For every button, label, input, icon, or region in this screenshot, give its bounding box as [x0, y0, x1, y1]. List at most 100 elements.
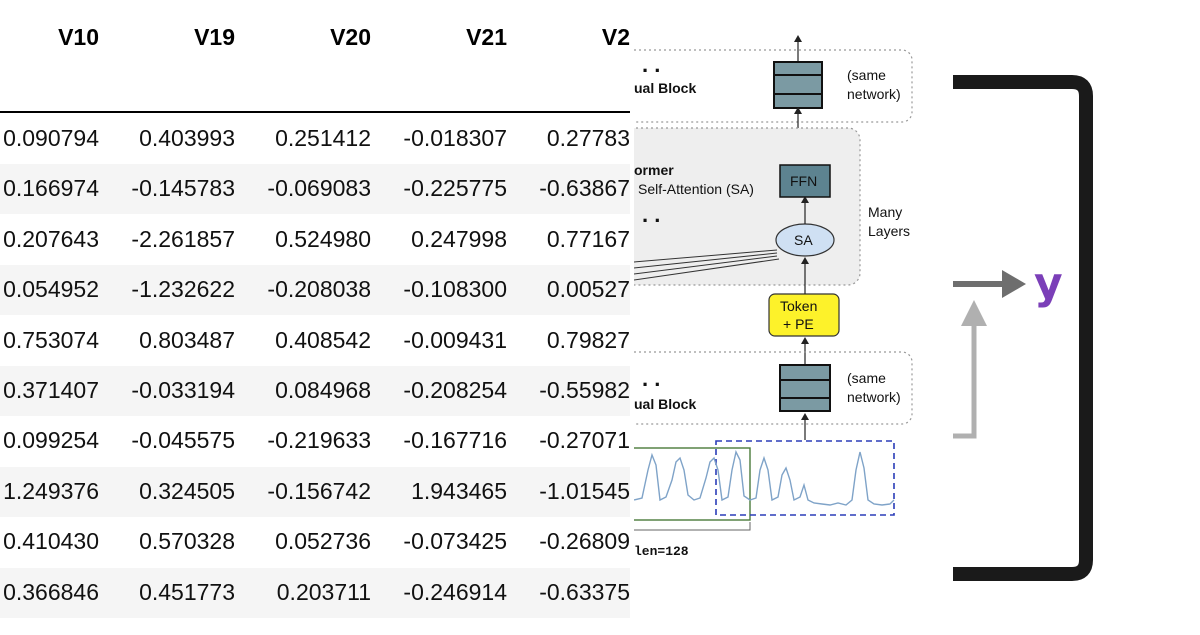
- table-cell: -0.208254: [403, 377, 507, 403]
- dots-top: . .: [642, 52, 661, 77]
- table-cell: -1.232622: [131, 276, 235, 303]
- table-cell: 0.166974: [3, 175, 99, 202]
- table-cell: -0.033194: [131, 377, 235, 403]
- residual-up-arrow-head: [961, 300, 987, 326]
- window-green: [634, 447, 751, 521]
- column-header: V20: [330, 24, 371, 50]
- bottom-block-label: ual Block: [634, 396, 697, 412]
- ffn-label: FFN: [790, 173, 818, 189]
- table-row: 0.166974 -0.145783 -0.069083 -0.225775 -0.63…: [0, 164, 630, 215]
- table-row: 1.249376 0.324505 -0.156742 1.943465 -1.0154…: [0, 466, 630, 517]
- table-cell: -0.225775: [403, 175, 507, 202]
- table-cell: 0.207643: [3, 225, 99, 252]
- table-cell: 1.943465: [411, 477, 507, 504]
- table-cell: -0.167716: [403, 427, 507, 454]
- column-header: V19: [194, 24, 235, 50]
- table-row: 0.366846 0.451773 0.203711 -0.246914 -0.6337…: [0, 567, 630, 618]
- transformer-box: [634, 127, 861, 286]
- bottom-block-note-1: (same: [847, 370, 886, 386]
- table-cell: -0.156742: [267, 477, 371, 504]
- token-pe-line-1: Token: [780, 298, 818, 314]
- table-cell: 0.090794: [3, 125, 99, 151]
- table-cell: -2.261857: [131, 225, 235, 252]
- dots-bottom: . .: [642, 366, 661, 391]
- table-cell: 0.054952: [3, 276, 99, 303]
- table-cell: 0.408542: [275, 326, 371, 353]
- table-cell: -0.108300: [403, 276, 507, 303]
- table-cell: -0.63375: [539, 578, 630, 605]
- arrow-to-y-head: [1002, 270, 1026, 298]
- table-cell: 0.570328: [139, 528, 235, 555]
- table-row: 0.090794 0.403993 0.251412 -0.018307 0.27783: [0, 114, 630, 164]
- table-cell: 0.251412: [275, 125, 371, 151]
- output-arrow-head: [794, 35, 802, 42]
- table-cell: -0.246914: [403, 578, 507, 605]
- table-cell: 0.27783: [546, 125, 630, 151]
- table-cell: -0.069083: [267, 175, 371, 202]
- table-cell: 0.00527: [546, 276, 630, 303]
- bottom-residual-block-box: [634, 351, 913, 425]
- table-cell: -0.045575: [131, 427, 235, 454]
- table-cell: 0.403993: [139, 125, 235, 151]
- table-cell: 0.247998: [411, 225, 507, 252]
- self-attention-label: Self-Attention (SA): [638, 181, 754, 197]
- table-cell: 0.451773: [139, 578, 235, 605]
- dots-middle: . .: [642, 202, 661, 227]
- top-block-icon: [773, 61, 823, 109]
- table-cell: -0.63867: [539, 175, 630, 202]
- top-block-label: ual Block: [634, 80, 697, 96]
- column-header: V10: [58, 24, 99, 50]
- output-panel: [950, 0, 1200, 630]
- table-row: 0.371407 -0.033194 0.084968 -0.208254 -0.559…: [0, 366, 630, 416]
- table-row: 0.753074 0.803487 0.408542 -0.009431 0.79827: [0, 316, 630, 366]
- table-cell: 0.366846: [3, 578, 99, 605]
- table-cell: -0.208038: [267, 276, 371, 303]
- table-cell: 1.249376: [3, 477, 99, 504]
- table-cell: -0.018307: [403, 125, 507, 151]
- column-header: V21: [466, 24, 507, 50]
- table-row: 0.054952 -1.232622 -0.208038 -0.108300 0.005…: [0, 265, 630, 316]
- bracket-shape: [953, 75, 1093, 581]
- token-pe-box: [768, 293, 840, 337]
- signal-waveform: [634, 449, 895, 506]
- table-cell: -0.26809: [539, 528, 630, 555]
- sa-label: SA: [794, 232, 813, 248]
- bottom-block-note-2: network): [847, 389, 901, 405]
- former-label: ormer: [634, 162, 674, 178]
- diagram-graphics: [634, 35, 913, 531]
- table-cell: 0.203711: [276, 578, 371, 605]
- table-row: 0.207643 -2.261857 0.524980 0.247998 0.77167: [0, 215, 630, 265]
- table-cell: 0.77167: [546, 225, 630, 252]
- many-layers-line-2: Layers: [868, 223, 911, 239]
- table-cell: 0.084968: [275, 377, 371, 403]
- table-cell: 0.324505: [139, 477, 235, 504]
- top-block-note-1: (same: [847, 67, 886, 83]
- table-row: 0.410430 0.570328 0.052736 -0.073425 -0.2680…: [0, 517, 630, 567]
- table-cell: 0.753074: [3, 326, 99, 353]
- token-pe-line-2: + PE: [783, 316, 814, 332]
- table-cell: 0.524980: [275, 225, 371, 252]
- top-residual-block-box: [634, 49, 913, 123]
- table-cell: -0.009431: [403, 326, 507, 353]
- table-cell: 0.052736: [275, 528, 371, 555]
- output-graphics: [953, 75, 1093, 581]
- table-cell: -0.55982: [539, 377, 630, 403]
- table-cell: -0.073425: [403, 528, 507, 555]
- table-cell: -0.219633: [267, 427, 371, 454]
- sequence-length-label: len=128: [634, 544, 689, 559]
- column-header: V2: [601, 24, 630, 50]
- data-table: V10 V19 V20 V21 V2 0.090794 0.403993 0.251412 -…: [0, 24, 630, 618]
- architecture-diagram: . . ual Block (same network) ormer Self-…: [634, 0, 934, 630]
- table-cell: 0.371407: [3, 377, 99, 403]
- table-cell: 0.803487: [139, 326, 235, 353]
- table-cell: -0.145783: [131, 175, 235, 202]
- header-rule: [0, 111, 630, 113]
- many-layers-line-1: Many: [868, 204, 903, 220]
- table-cell: -1.01545: [539, 477, 630, 504]
- table-cell: -0.27071: [539, 427, 630, 454]
- table-cell: 0.79827: [546, 326, 630, 353]
- table-cell: 0.410430: [3, 528, 99, 555]
- residual-up-arrow-line: [953, 322, 977, 439]
- bottom-block-icon: [779, 364, 831, 412]
- table-row: 0.099254-0.045575-0.219633-0.167716-0.27…: [0, 416, 630, 466]
